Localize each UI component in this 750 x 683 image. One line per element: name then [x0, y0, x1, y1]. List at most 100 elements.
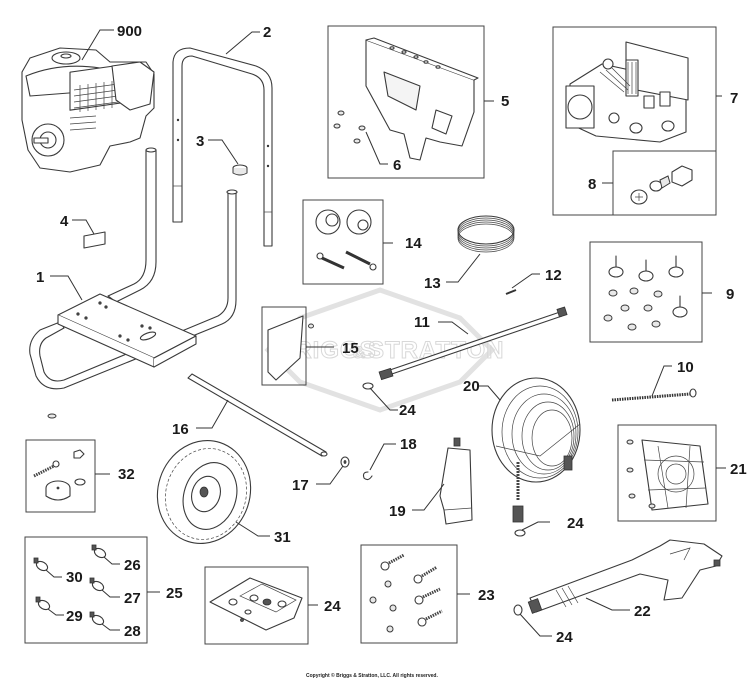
- part-upper-handle[interactable]: [172, 47, 273, 247]
- leader-28: [101, 623, 120, 631]
- leader-20: [478, 385, 501, 401]
- callout-10[interactable]: 10: [677, 359, 694, 376]
- callout-1[interactable]: 1: [36, 269, 44, 286]
- part-oring-wand[interactable]: [362, 382, 374, 390]
- leader-22: [585, 597, 630, 611]
- callout-9[interactable]: 9: [726, 286, 734, 303]
- callout-24b[interactable]: 24: [567, 515, 584, 532]
- box-screw-kit: [360, 544, 458, 644]
- callout-15[interactable]: 15: [342, 340, 359, 357]
- leader-24b: [521, 521, 550, 531]
- part-inlet-fitting-kit[interactable]: [630, 165, 693, 205]
- leader-19: [412, 483, 445, 511]
- leader-6: [365, 131, 388, 165]
- watermark-text-2: &: [353, 343, 366, 362]
- part-spray-wand[interactable]: [378, 306, 568, 381]
- part-bracket[interactable]: [209, 577, 303, 631]
- leader-12: [511, 273, 540, 289]
- callout-4[interactable]: 4: [60, 213, 69, 230]
- callout-18[interactable]: 18: [400, 436, 417, 453]
- part-panel-kit[interactable]: [267, 315, 314, 381]
- copyright-notice: Copyright © Briggs & Stratton, LLC. All …: [306, 673, 438, 679]
- callout-20[interactable]: 20: [463, 378, 480, 395]
- part-wheel[interactable]: [144, 428, 264, 555]
- leader-26: [103, 556, 120, 565]
- leader-29: [47, 608, 64, 616]
- leader-24c: [519, 613, 552, 637]
- part-coiled-tube[interactable]: [457, 215, 515, 253]
- callout-11[interactable]: 11: [414, 314, 430, 331]
- box-panel-kit: [261, 306, 307, 386]
- callout-6[interactable]: 6: [393, 157, 401, 174]
- leader-3: [208, 139, 239, 165]
- leader-24a: [369, 387, 398, 411]
- callout-28[interactable]: 28: [124, 623, 141, 640]
- part-spray-gun[interactable]: [527, 539, 723, 614]
- part-mounting-plate[interactable]: [626, 439, 709, 511]
- callout-17[interactable]: 17: [292, 477, 309, 494]
- leader-31: [235, 521, 270, 537]
- callout-900[interactable]: 900: [117, 23, 142, 40]
- leader-30: [45, 569, 62, 578]
- callout-12[interactable]: 12: [545, 267, 562, 284]
- callout-24c[interactable]: 24: [556, 629, 573, 646]
- callout-29[interactable]: 29: [66, 608, 83, 625]
- callout-13[interactable]: 13: [424, 275, 441, 292]
- callout-5[interactable]: 5: [501, 93, 509, 110]
- part-detergent-bottle[interactable]: [439, 437, 473, 525]
- part-washer[interactable]: [340, 456, 350, 468]
- part-oring-gun[interactable]: [513, 604, 523, 616]
- callout-31[interactable]: 31: [274, 529, 291, 546]
- part-handle-cap[interactable]: [232, 164, 248, 176]
- callout-8[interactable]: 8: [588, 176, 596, 193]
- part-pump[interactable]: [565, 41, 689, 143]
- part-axle[interactable]: [187, 373, 328, 457]
- part-pin[interactable]: [505, 289, 517, 295]
- callout-24d[interactable]: 24: [324, 598, 341, 615]
- leader-18: [369, 443, 396, 471]
- callout-7[interactable]: 7: [730, 90, 738, 107]
- part-frame[interactable]: [29, 147, 238, 419]
- leader-4: [72, 219, 95, 235]
- leader-900: [81, 29, 114, 61]
- callout-14[interactable]: 14: [405, 235, 422, 252]
- part-knob-kit[interactable]: [315, 209, 377, 271]
- box-nozzle-kit: [24, 536, 148, 644]
- part-bolt[interactable]: [611, 388, 697, 402]
- part-engine[interactable]: [21, 47, 155, 173]
- part-foot-kit[interactable]: [33, 449, 86, 501]
- part-oring-hose[interactable]: [514, 529, 526, 537]
- callout-22[interactable]: 22: [634, 603, 651, 620]
- watermark-emblem: [264, 287, 496, 413]
- callout-23[interactable]: 23: [478, 587, 495, 604]
- callout-27[interactable]: 27: [124, 590, 141, 607]
- leader-11: [438, 321, 469, 335]
- callout-21[interactable]: 21: [730, 461, 747, 478]
- part-screw-kit[interactable]: [369, 553, 443, 633]
- callout-25[interactable]: 25: [166, 585, 183, 602]
- leader-1: [50, 275, 83, 301]
- part-high-pressure-hose[interactable]: [491, 377, 581, 523]
- box-foot-kit: [25, 439, 96, 513]
- leader-10: [651, 365, 672, 397]
- part-label[interactable]: [83, 231, 106, 249]
- box-mounting-plate: [617, 424, 717, 522]
- leader-13: [446, 253, 481, 283]
- box-isolator-kit: [589, 241, 703, 343]
- callout-2[interactable]: 2: [263, 24, 271, 41]
- callout-24a[interactable]: 24: [399, 402, 416, 419]
- callout-19[interactable]: 19: [389, 503, 406, 520]
- callout-32[interactable]: 32: [118, 466, 135, 483]
- part-nozzle-kit[interactable]: [33, 544, 107, 626]
- leader-2: [225, 31, 260, 55]
- part-isolator-kit[interactable]: [603, 255, 688, 331]
- callout-30[interactable]: 30: [66, 569, 83, 586]
- callout-16[interactable]: 16: [172, 421, 189, 438]
- leader-27: [101, 589, 120, 598]
- part-panel-screws[interactable]: [333, 110, 366, 144]
- part-control-panel[interactable]: [365, 37, 479, 161]
- callout-26[interactable]: 26: [124, 557, 141, 574]
- callout-3[interactable]: 3: [196, 133, 204, 150]
- part-clip[interactable]: [362, 471, 373, 481]
